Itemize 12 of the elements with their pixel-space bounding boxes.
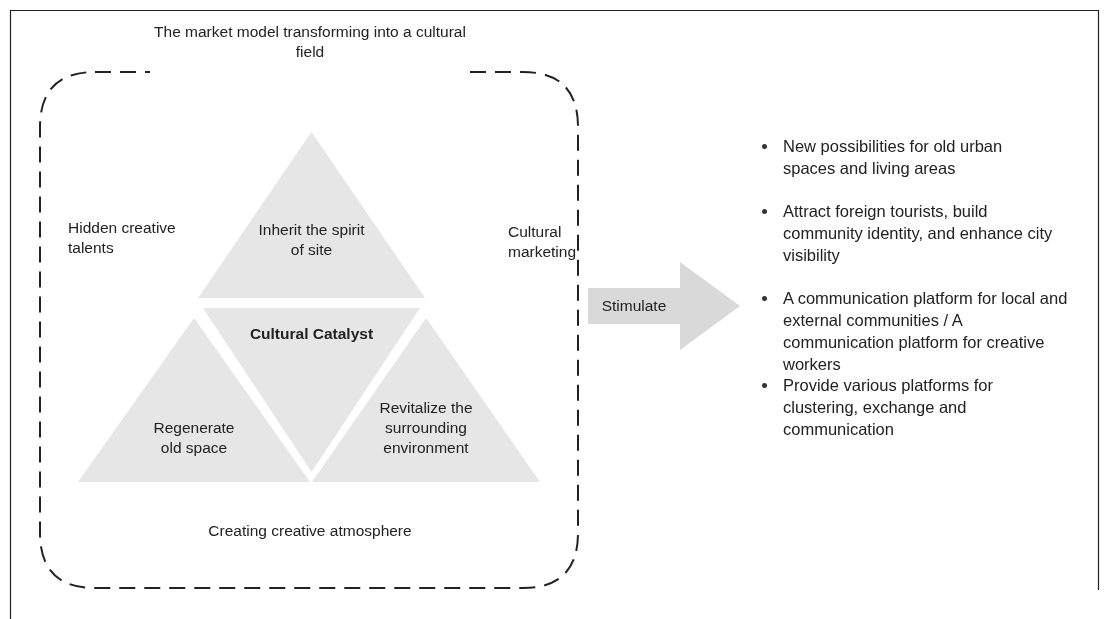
bullet-text: A communication platform for local and external communities / A communication platform for creative workers	[783, 288, 1069, 375]
side-label: Cultural marketing	[508, 222, 576, 262]
node-label: Inherit the spirit of site	[257, 220, 366, 260]
side-label: Creating creative atmosphere	[207, 521, 413, 541]
node-label: Regenerate old space	[152, 418, 236, 458]
bullet-text: New possibilities for old urban spaces and living areas	[783, 136, 1004, 179]
node-label: Stimulate	[600, 296, 668, 316]
node-label: Cultural Catalyst	[248, 324, 375, 344]
bullet-text: Provide various platforms for clustering, exchange and communication	[783, 375, 994, 440]
side-label: Hidden creative talents	[68, 218, 177, 258]
node-label: Revitalize the surrounding environment	[378, 398, 474, 458]
bullet-text: Attract foreign tourists, build community identity, and enhance city visibility	[783, 201, 1054, 266]
